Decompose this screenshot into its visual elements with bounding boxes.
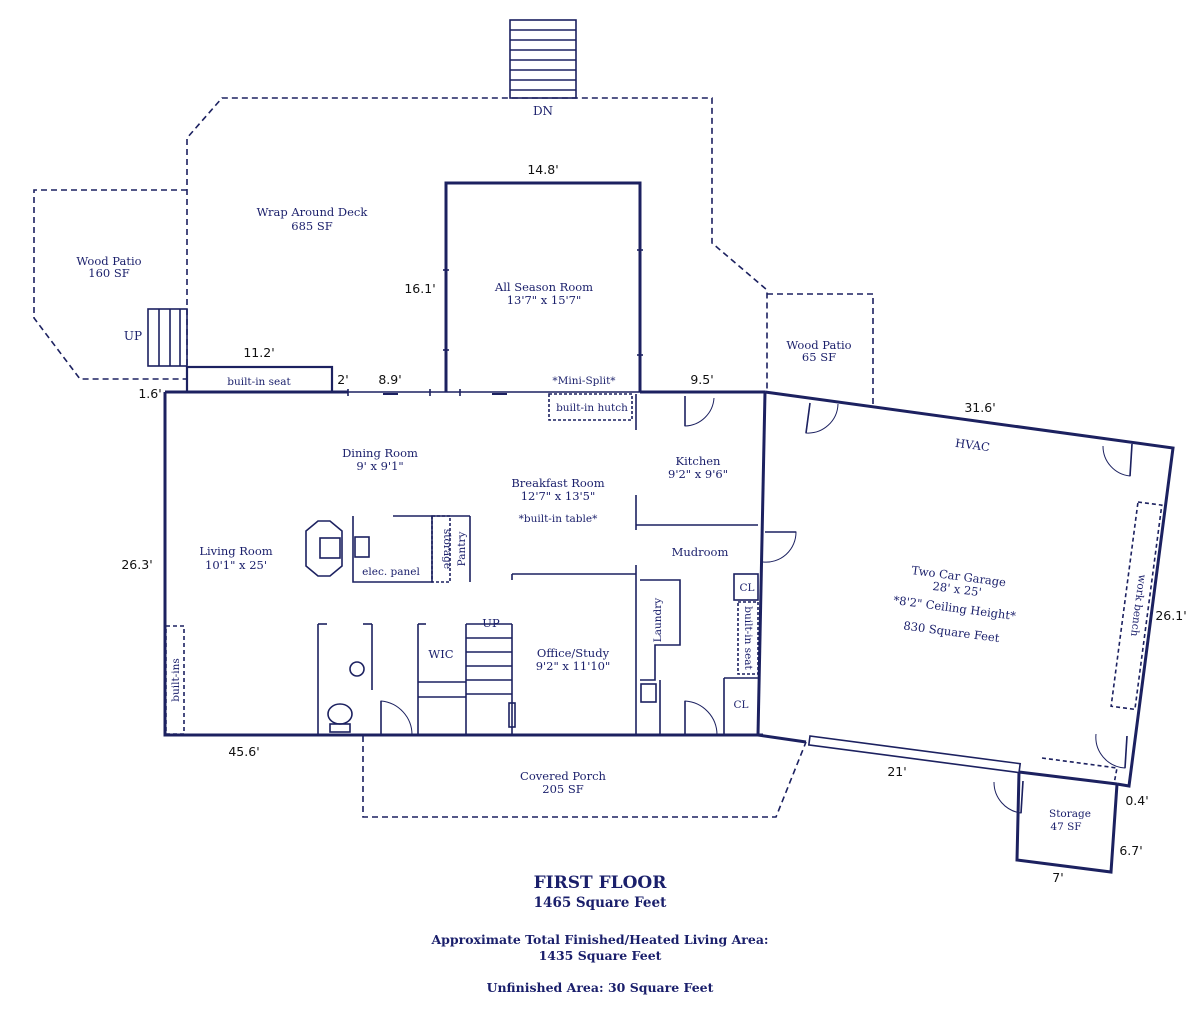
dim-26-1: 26.1' [1155,608,1186,623]
all-season-room-walls [443,181,643,392]
dim-16-1: 16.1' [404,281,435,296]
all-season-dim: 13'7" x 15'7" [507,293,582,307]
storage-vert-label: storage [441,529,453,569]
mudroom-label: Mudroom [672,545,729,559]
builtins-label: built-ins [170,658,182,701]
garage-dim: 28' x 25' [932,579,983,599]
breakfast-label: Breakfast Room [511,476,604,490]
main-house-walls [163,389,767,737]
deck-outline [186,97,768,392]
builtin-seat-label: built-in seat [227,376,291,388]
dim-1-6: 1.6' [138,386,161,401]
deck-sf: 685 SF [291,219,332,233]
wood-patio-left-sf: 160 SF [88,266,129,280]
floor-square-feet: 1465 Square Feet [533,895,667,911]
garage-sf: 830 Square Feet [903,619,1001,646]
dining-dim: 9' x 9'1" [356,459,403,473]
dim-26-3: 26.3' [121,557,152,572]
breakfast-dim: 12'7" x 13'5" [521,489,596,503]
mini-split-label: *Mini-Split* [552,375,616,387]
living-dim: 10'1" x 25' [205,558,267,572]
dim-7: 7' [1052,870,1063,885]
up-patio-label: UP [124,329,142,343]
living-label: Living Room [199,544,272,558]
wic-label: WIC [428,647,453,661]
office-label: Office/Study [537,646,610,660]
builtin-hutch-label: built-in hutch [556,402,628,414]
kitchen-dim: 9'2" x 9'6" [668,467,728,481]
dim-8-9: 8.9' [378,372,401,387]
dim-0-4: 0.4' [1125,793,1148,808]
office-dim: 9'2" x 11'10" [536,659,611,673]
kitchen-label: Kitchen [676,454,722,468]
storage-room-sf: 47 SF [1050,821,1081,833]
deck-label: Wrap Around Deck [257,205,369,219]
wood-patio-right-outline [767,293,874,406]
dimension-labels: 14.8' 16.1' 11.2' 2' 8.9' 9.5' 1.6' 26.3… [121,162,1186,885]
dim-21: 21' [887,764,906,779]
covered-porch-outline [362,736,807,818]
hvac-label: HVAC [954,436,990,454]
all-season-label: All Season Room [494,280,593,294]
deck-stairs [509,19,577,99]
outdoor-areas [33,97,874,818]
wood-patio-right-sf: 65 SF [802,350,836,364]
storage-room-label: Storage [1049,808,1091,820]
porch-sf: 205 SF [542,782,583,796]
dim-14-8: 14.8' [527,162,558,177]
porch-label: Covered Porch [520,769,606,783]
floor-title: FIRST FLOOR [533,873,667,893]
approx-area-value: 1435 Square Feet [538,948,662,963]
laundry-label: Laundry [652,598,664,642]
room-labels: DN UP Wood Patio 160 SF Wrap Around Deck… [76,104,1148,833]
up-stairs-label: UP [482,616,500,630]
doors [380,396,1133,814]
dim-31-6: 31.6' [964,400,995,415]
approx-area-label: Approximate Total Finished/Heated Living… [431,932,769,947]
garage-door [807,735,1022,774]
dn-label: DN [533,104,553,118]
elec-panel-label: elec. panel [362,566,420,578]
wood-patio-left-outline [33,189,187,380]
unfinished-area: Unfinished Area: 30 Square Feet [486,980,714,995]
interior-walls [165,393,759,735]
dim-6-7: 6.7' [1119,843,1142,858]
wood-patio-right-label: Wood Patio [786,338,851,352]
builtin-seat2-label: built-in seat [742,606,754,670]
dim-2: 2' [337,372,348,387]
cl2-label: CL [733,699,748,711]
dim-45-6: 45.6' [228,744,259,759]
wood-patio-left-label: Wood Patio [76,254,141,268]
pantry-label: Pantry [456,532,468,567]
builtin-table-label: *built-in table* [519,513,598,525]
cl1-label: CL [739,582,754,594]
dim-11-2: 11.2' [243,345,274,360]
patio-stairs [147,308,188,367]
dining-label: Dining Room [342,446,418,460]
dim-9-5: 9.5' [690,372,713,387]
